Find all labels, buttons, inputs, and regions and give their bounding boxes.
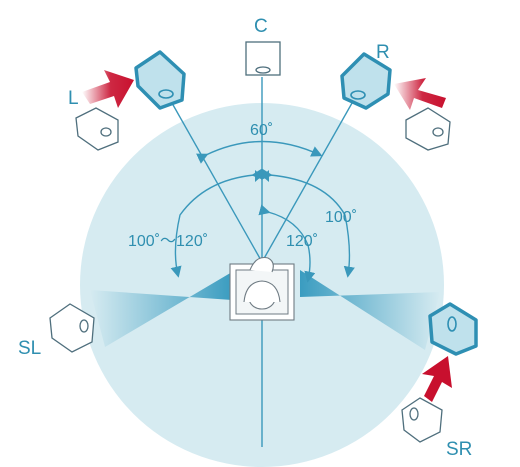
listener-icon xyxy=(229,256,295,321)
angle-arcs xyxy=(170,140,355,283)
angle-right-120: 120˚ xyxy=(286,233,318,250)
left-speaker-icon xyxy=(134,50,186,110)
left-direction-arrow xyxy=(82,70,134,108)
label-right: R xyxy=(376,42,390,63)
label-left: L xyxy=(68,88,79,109)
right-speaker-alt-icon xyxy=(405,107,451,151)
center-angle-marker xyxy=(255,170,269,182)
angle-left-range: 100˚～120˚ xyxy=(128,233,208,250)
surround-right-speaker-icon xyxy=(428,302,478,356)
surround-right-beam xyxy=(300,270,440,350)
label-surround-right: SR xyxy=(446,439,472,460)
left-speaker-alt-icon xyxy=(75,107,119,151)
surround-left-speaker-icon xyxy=(49,303,95,353)
surround-left-beam xyxy=(90,272,232,347)
label-center: C xyxy=(254,16,268,37)
right-direction-arrow xyxy=(394,78,446,110)
center-speaker-icon xyxy=(245,41,281,76)
surround-right-alt-icon xyxy=(401,397,443,443)
angle-front: 60˚ xyxy=(250,122,273,139)
angle-right-100: 100˚ xyxy=(325,209,357,226)
label-surround-left: SL xyxy=(18,338,41,359)
surround-right-direction-arrow xyxy=(422,356,452,402)
right-speaker-icon xyxy=(340,52,392,110)
